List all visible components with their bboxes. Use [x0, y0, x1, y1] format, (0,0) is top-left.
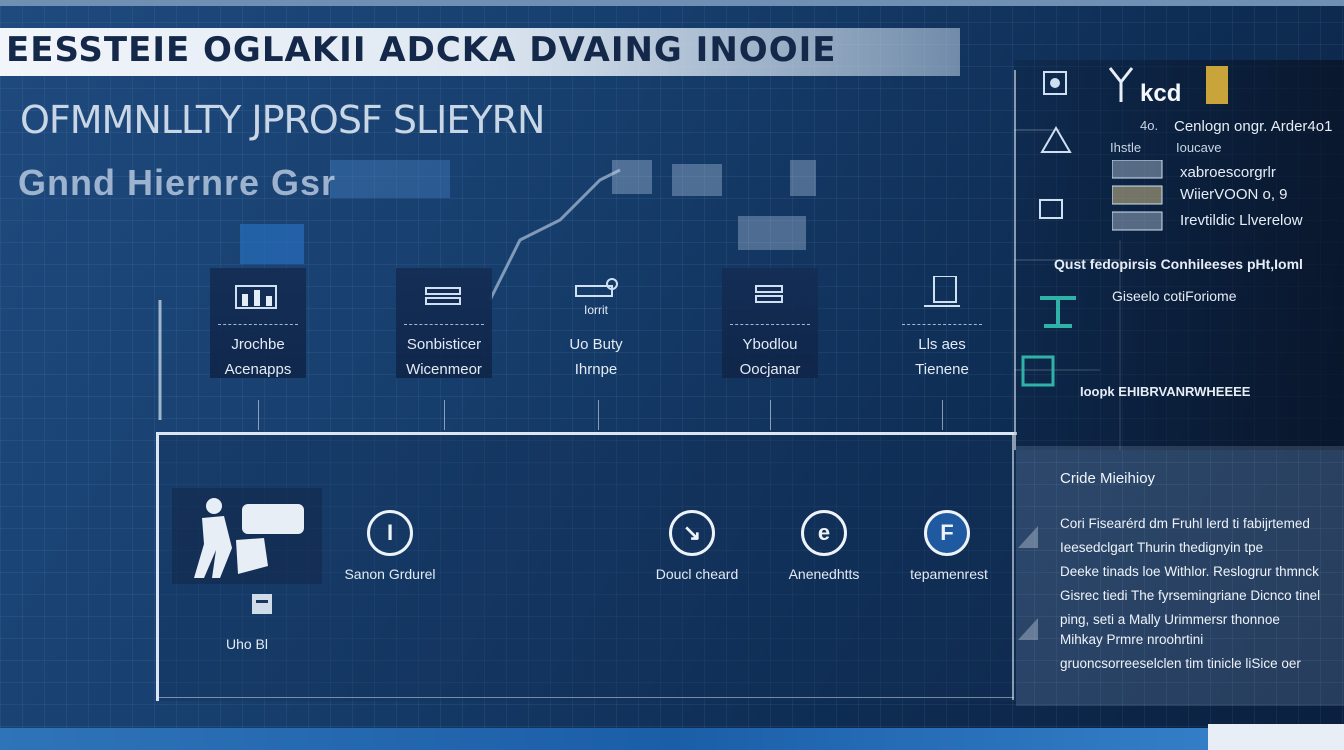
board-item-label: tepamenrest: [910, 566, 988, 582]
thumbnail-icon: [1112, 160, 1163, 231]
info-line: Deeke tinads loe Withlor. Reslogrur thmn…: [1060, 564, 1319, 579]
right-row: xabroescorgrlr: [1180, 164, 1276, 181]
blur-block: [672, 164, 722, 196]
small-robot-icon: [1039, 199, 1063, 219]
tagline: Gnnd Hiernre Gsr: [18, 162, 337, 203]
f-circle-icon[interactable]: F: [924, 510, 970, 556]
info-panel: [1016, 446, 1344, 706]
machine-icon: [575, 278, 618, 297]
node-label: Sonbisticer Wicenmeor: [406, 336, 482, 378]
diagram-node[interactable]: Jrochbe Acenapps: [210, 268, 306, 378]
subtitle: OFMMNLLTY JPROSF SLIEYRN: [20, 98, 545, 142]
board-item-label: Sanon Grdurel: [344, 566, 436, 582]
board-item-label: Anenedhtts: [788, 566, 860, 582]
right-row: WiierVOON o, 9: [1180, 186, 1288, 203]
arrow-circle-icon[interactable]: ↘: [669, 510, 715, 556]
info-circle-icon[interactable]: I: [367, 510, 413, 556]
teal-bracket-icon: [1040, 296, 1076, 328]
info-line: Ieesedclgart Thurin thedignyin tpe: [1060, 540, 1264, 555]
node-label: Jrochbe Acenapps: [224, 336, 292, 378]
logo-badge-icon: [1206, 66, 1228, 104]
info-line: Cori Fisearérd dm Fruhl lerd ti fabijrte…: [1060, 516, 1310, 531]
refresh-circle-icon[interactable]: e: [801, 510, 847, 556]
teal-box-icon: [1021, 355, 1055, 387]
connector-stub: [444, 400, 445, 430]
right-row: Ihstle: [1110, 140, 1142, 155]
info-line: Mihkay Prmre nroohrtini: [1060, 632, 1204, 647]
right-small-label: 4o.: [1140, 118, 1159, 133]
node-label: Ybodlou Oocjanar: [739, 336, 801, 378]
worker-caption: Uho Bl: [225, 636, 269, 652]
connector-stub: [258, 400, 259, 430]
top-strip: [0, 0, 1344, 6]
small-block-icon: [252, 594, 272, 614]
tower-icon: [1108, 67, 1134, 102]
blur-block: [738, 216, 806, 250]
info-line: Gisrec tiedi The fyrsemingriane Dicnco t…: [1060, 588, 1321, 603]
right-panel-border: [1014, 70, 1016, 450]
blur-block: [612, 160, 652, 194]
right-row: Irevtildic Llverelow: [1180, 212, 1303, 229]
triangle-marker-icon: [1018, 526, 1038, 548]
node-label: Uo Buty Ihrnpe: [569, 336, 623, 378]
gauge-icon: [755, 285, 783, 303]
diagram-node[interactable]: Iorrit Uo Buty Ihrnpe: [548, 268, 644, 378]
bottom-corner-block: [1208, 724, 1344, 750]
server-icon: [425, 287, 461, 305]
node-divider: [902, 324, 982, 325]
info-line: ping, seti a Mally Urimmersr thonnoe: [1060, 612, 1280, 627]
right-row: Giseelo cotiForiome: [1112, 288, 1237, 304]
triangle-marker-icon: [1018, 618, 1038, 640]
diagram-node[interactable]: Lls aes Tienene: [894, 268, 990, 378]
worker-icon: [172, 488, 322, 584]
tagline-highlight: [330, 160, 450, 198]
connector-stub: [770, 400, 771, 430]
right-small-label: Ioucave: [1176, 140, 1222, 155]
chart-icon: [235, 285, 277, 309]
small-tool-icon: [1040, 126, 1072, 153]
right-row: Qust fedopirsis Conhileeses pHt,Ioml: [1054, 256, 1303, 272]
board-border-bottom: [156, 697, 1014, 698]
bottom-bar: [0, 728, 1344, 750]
node-divider: [730, 324, 810, 325]
connector-stub: [942, 400, 943, 430]
small-gear-icon: [1043, 71, 1067, 95]
info-line: gruoncsorreeselclen tim tinicle liSice o…: [1060, 656, 1301, 671]
node-top-label: Iorrit: [584, 303, 608, 317]
right-row: Ioopk EHIBRVANRWHEEEE: [1080, 384, 1251, 399]
diagram-node[interactable]: Sonbisticer Wicenmeor: [396, 268, 492, 378]
node-divider: [218, 324, 298, 325]
node-label: Lls aes Tienene: [915, 336, 969, 378]
info-title: Cride Mieihioy: [1060, 470, 1156, 487]
board-border-right: [1012, 432, 1014, 700]
board-item-label: Doucl cheard: [655, 566, 739, 582]
right-spec-panel: [1014, 60, 1344, 450]
right-row: Cenlogn ongr. Arder4o1: [1174, 118, 1333, 135]
node-divider: [404, 324, 484, 325]
device-icon: [924, 276, 960, 307]
right-logo: kcd: [1140, 80, 1182, 107]
title-banner: [0, 28, 960, 76]
blur-block: [790, 160, 816, 196]
connector-stub: [598, 400, 599, 430]
banner-title: EESSTEIE OGLAKII ADCKA DVAING INOOIE: [6, 30, 837, 70]
diagram-node[interactable]: Ybodlou Oocjanar: [722, 268, 818, 378]
